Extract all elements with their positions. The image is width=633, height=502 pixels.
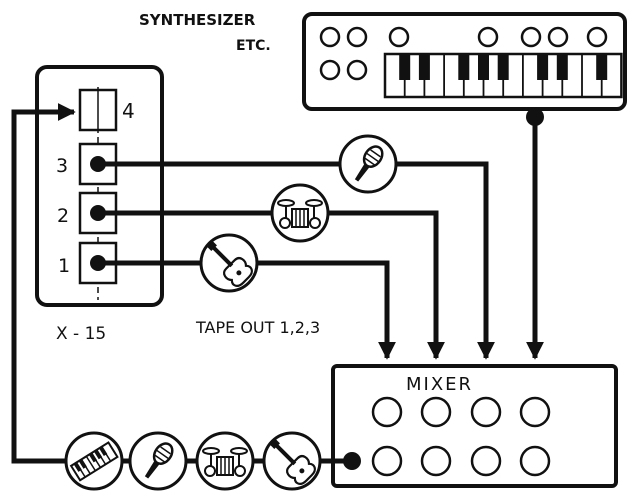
synthesizer-label: SYNTHESIZER bbox=[139, 11, 256, 29]
track-1-label: 1 bbox=[58, 255, 70, 277]
guitar-icon bbox=[264, 433, 320, 489]
tape-out-label: TAPE OUT 1,2,3 bbox=[195, 318, 320, 337]
synthesizer-keyboard bbox=[304, 14, 625, 109]
keyboard-icon bbox=[66, 433, 122, 489]
mixer-output-dot bbox=[343, 452, 361, 470]
track-4-label: 4 bbox=[122, 99, 135, 123]
drum-kit-icon bbox=[272, 185, 328, 241]
mixer bbox=[333, 366, 616, 486]
device-label: X - 15 bbox=[56, 324, 106, 344]
microphone-icon bbox=[340, 136, 396, 192]
x15-recorder bbox=[37, 67, 162, 305]
synth-output-dot bbox=[526, 108, 544, 126]
synthesizer-etc-label: ETC. bbox=[236, 38, 271, 54]
track-4-jack bbox=[80, 90, 116, 130]
guitar-icon bbox=[201, 235, 257, 291]
track-3-label: 3 bbox=[56, 155, 68, 177]
synthesizer-keys bbox=[385, 54, 621, 97]
track-2-label: 2 bbox=[57, 205, 69, 227]
microphone-icon bbox=[130, 433, 186, 489]
mixer-label: MIXER bbox=[406, 374, 473, 395]
drum-kit-icon bbox=[197, 433, 253, 489]
